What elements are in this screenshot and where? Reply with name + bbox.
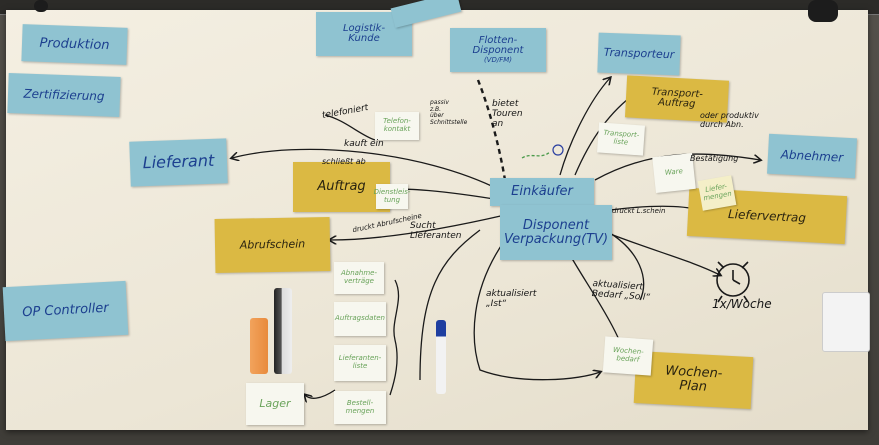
orange-highlighter [250, 318, 268, 374]
clock-icon [716, 261, 750, 303]
role-op-controller: OP Controller [2, 280, 129, 342]
annotation-frequency: 1x/Woche [712, 297, 772, 311]
magnet-clip [808, 0, 838, 22]
annotation-sucht-lieferanten: Sucht Lieferanten [410, 221, 462, 241]
role-disponent: Disponent Verpackung(TV) [500, 205, 612, 260]
flottendisponent-title: Flotten- Disponent [472, 34, 524, 57]
annotation-schliesst-ab: schließt ab [322, 157, 366, 166]
sticky-note: Lieferanten- liste [334, 345, 386, 381]
sticky-note: Bestell- mengen [334, 391, 386, 424]
role-produktion: Produktion [21, 24, 128, 65]
sticky-note: Lager [246, 383, 304, 425]
annotation-kauft-ein: kauft ein [344, 139, 384, 149]
black-marker [274, 288, 292, 374]
annotation-aktualisiert-bedarf: aktualisiert Bedarf „Soll“ [591, 278, 651, 303]
role-zertifizierung: Zertifizierung [7, 73, 121, 117]
role-abnehmer: Abnehmer [767, 133, 857, 179]
whiteboard-pen [436, 320, 446, 394]
annotation-bietet-touren: bietet Touren an [492, 99, 523, 129]
artifact-abrufschein: Abrufschein [214, 217, 331, 273]
role-lieferant: Lieferant [129, 138, 228, 187]
sticky-note: Dienstleis- tung [374, 184, 410, 209]
eraser-block [822, 292, 870, 352]
sticky-note: Abnahme- verträge [334, 262, 384, 294]
annotation-bestaetigung: Bestätigung [690, 154, 739, 163]
annotation-passiv: passiv z.B. über Schnittstelle [430, 99, 468, 126]
flottendisponent-subtitle: (VD/FM) [483, 55, 513, 64]
role-einkaeufer: Einkäufer [490, 178, 594, 206]
sticky-note: Auftragsdaten [334, 302, 386, 336]
sticky-note: Transport- liste [597, 122, 645, 156]
annotation-oder-produktiv: oder produktiv durch Abn. [700, 111, 759, 129]
annotation-aktualisiert-ist: aktualisiert „Ist“ [486, 289, 537, 309]
magnet-clip [34, 0, 48, 12]
role-flottendisponent: Flotten- Disponent (VD/FM) [450, 28, 546, 72]
role-logistikkunde: Logistik- Kunde [316, 12, 412, 56]
annotation-druckt: druckt L.schein [612, 207, 666, 215]
artifact-auftrag: Auftrag [293, 162, 390, 212]
role-transporteur: Transporteur [597, 32, 681, 76]
sticky-note: Telefon- kontakt [375, 112, 419, 140]
sticky-note: Wochen- bedarf [602, 336, 654, 376]
sticky-note: Liefer- mengen [697, 175, 737, 211]
